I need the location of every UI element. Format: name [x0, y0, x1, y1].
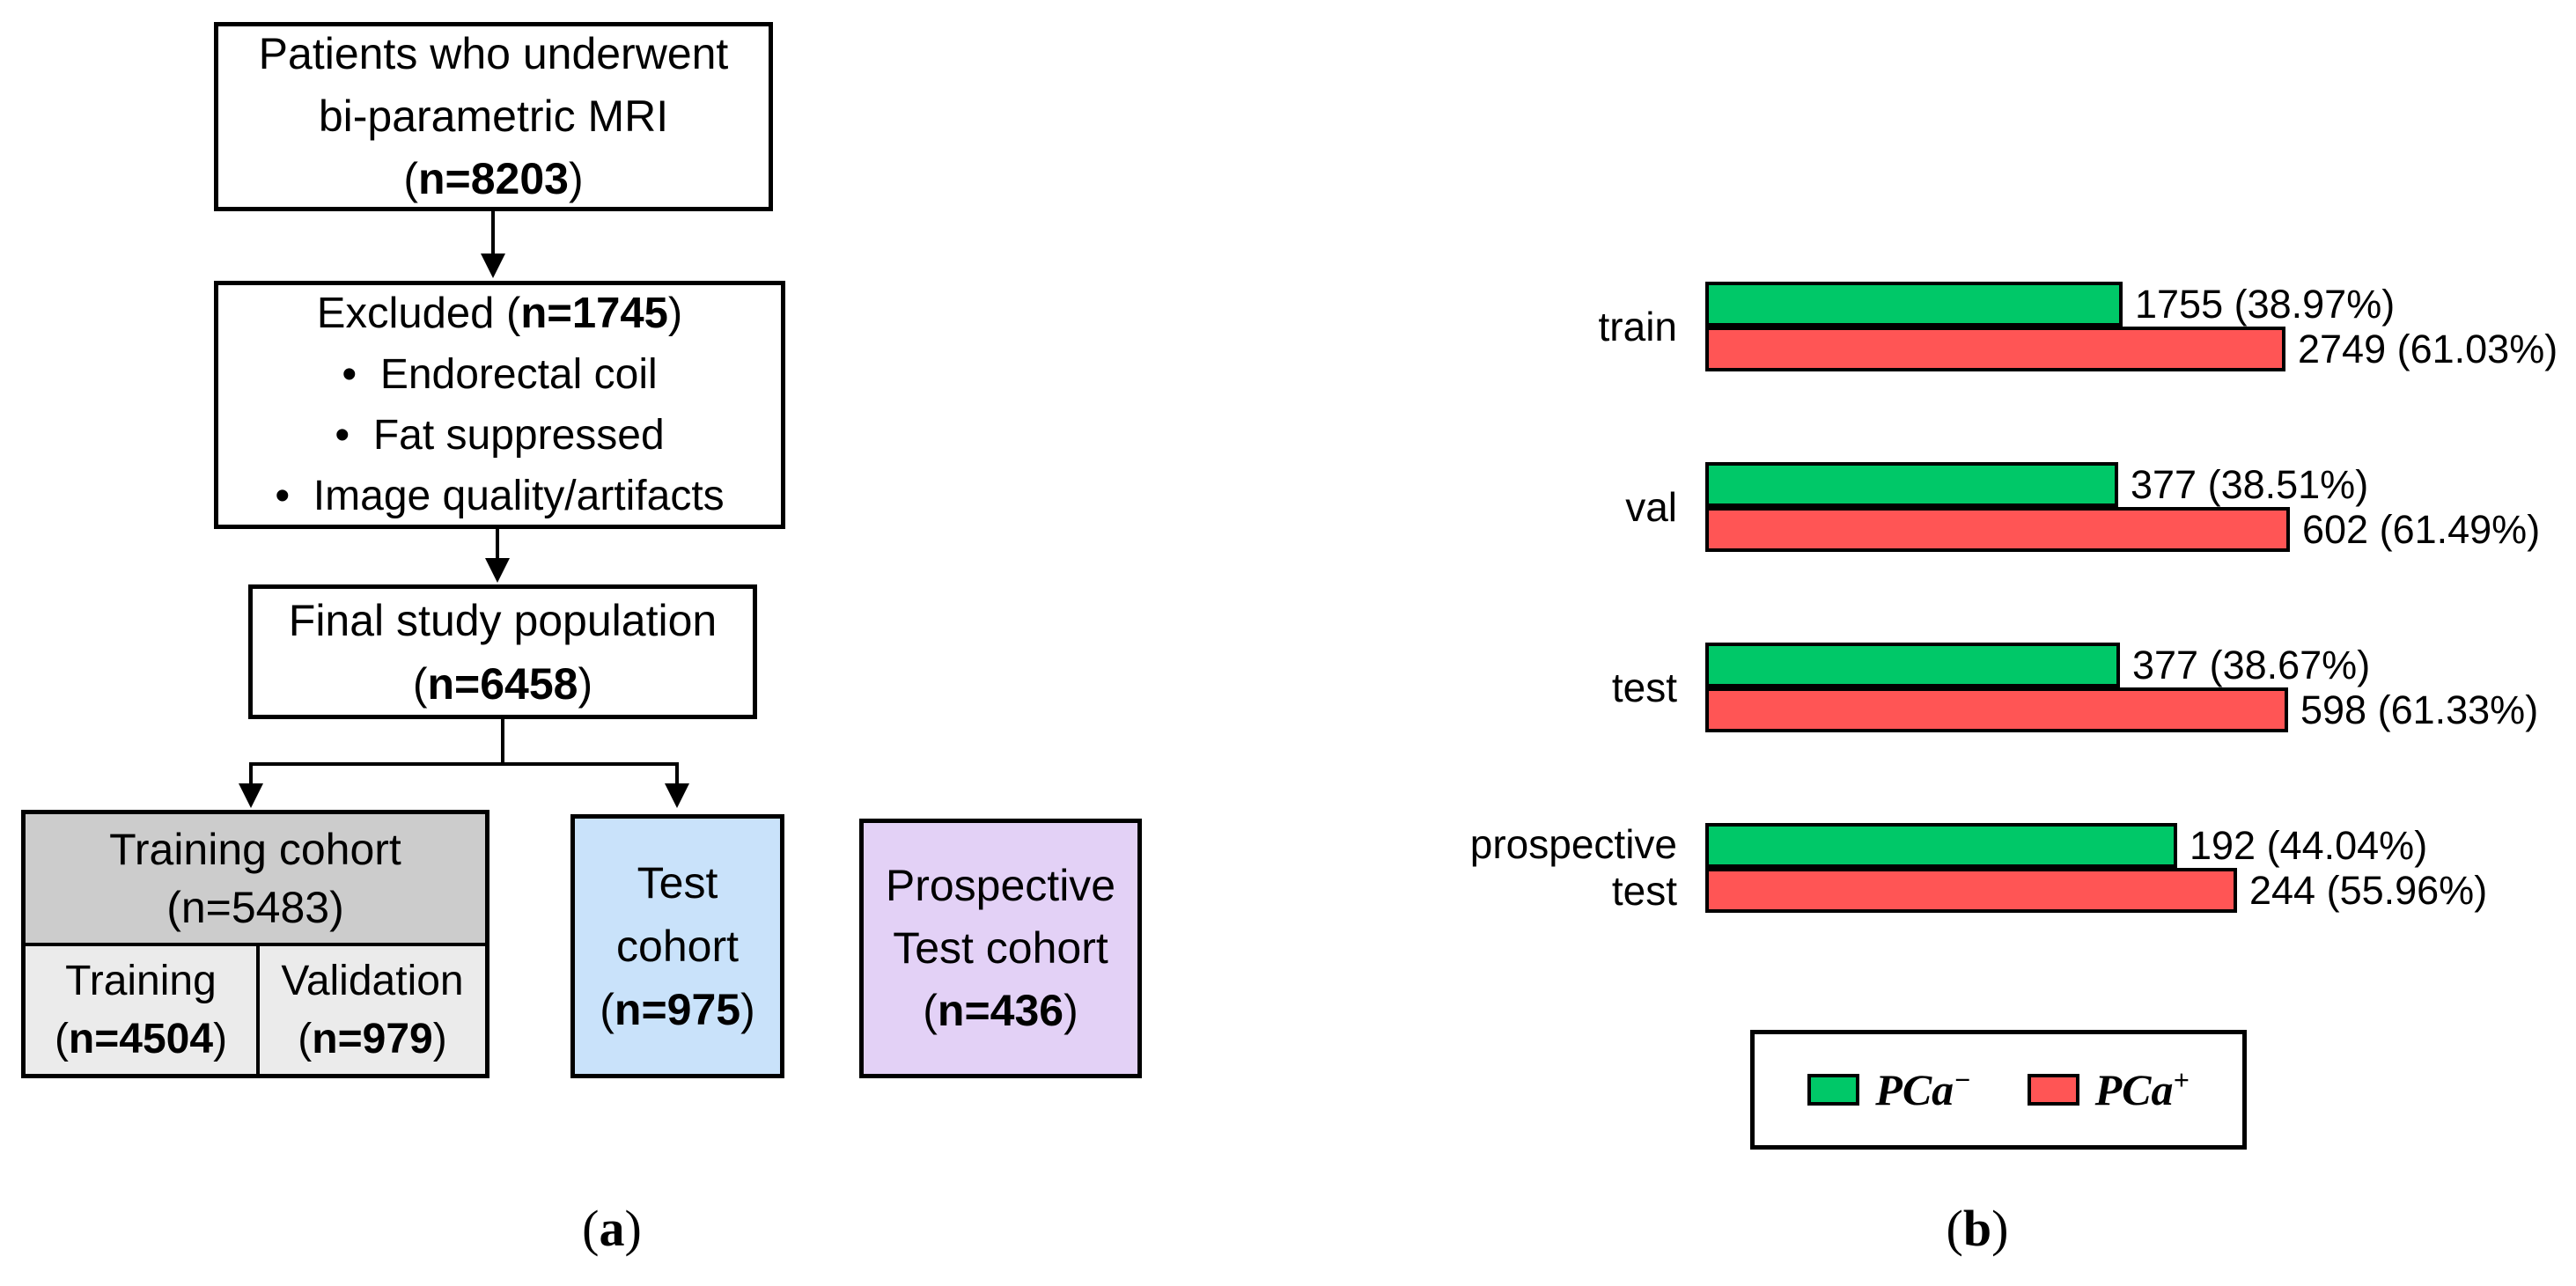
prospective-cohort-n: (n=436) — [923, 986, 1078, 1035]
training-cell-label: Training — [65, 957, 217, 1004]
arrow1-stem — [491, 211, 495, 255]
pca-negative-bar-test — [1705, 643, 2120, 687]
legend-item-pca-positive: PCa+ — [2027, 1063, 2190, 1115]
box-final-line1: Final study population — [288, 595, 718, 645]
box-patients-n: (n=8203) — [403, 154, 584, 203]
training-cohort-subtitle: (n=5483) — [166, 883, 344, 932]
test-cohort-line2: cohort — [616, 922, 739, 971]
box-patients: Patients who underwent bi-parametric MRI… — [214, 22, 773, 211]
box-excluded-title: Excluded (n=1745) — [316, 290, 683, 337]
training-cell: Training (n=4504) — [26, 946, 256, 1074]
pca-positive-bar-test — [1705, 687, 2288, 732]
box-excluded-bullet-3: • Image quality/artifacts — [275, 473, 725, 519]
pca-positive-bar-train — [1705, 327, 2285, 371]
test-cohort-line1: Test — [637, 858, 718, 908]
prospective-cohort-line2: Test cohort — [893, 923, 1108, 973]
value-label-prospective-test-positive: 244 (55.96%) — [2249, 867, 2488, 913]
validation-cell-label: Validation — [281, 957, 464, 1004]
training-cohort-title: Training cohort — [109, 825, 401, 874]
value-label-prospective-test-negative: 192 (44.04%) — [2190, 822, 2428, 868]
split-left-head-icon — [239, 783, 263, 808]
box-excluded: Excluded (n=1745) • Endorectal coil • Fa… — [214, 281, 785, 529]
pca-negative-bar-val — [1705, 462, 2118, 507]
value-label-val-positive: 602 (61.49%) — [2302, 506, 2541, 552]
arrow2-stem — [496, 529, 499, 560]
test-cohort-n: (n=975) — [600, 985, 755, 1034]
category-label-test: test — [1611, 664, 1677, 710]
value-label-train-negative: 1755 (38.97%) — [2135, 281, 2396, 327]
arrow2-head-icon — [485, 558, 510, 583]
value-label-test-positive: 598 (61.33%) — [2300, 687, 2539, 732]
caption-b: (b) — [1946, 1200, 2009, 1257]
split-bar — [249, 762, 679, 766]
arrow1-head-icon — [481, 254, 505, 278]
box-excluded-bullet-2: • Fat suppressed — [335, 412, 665, 459]
split-right-stem — [675, 762, 679, 785]
category-label-val: val — [1625, 483, 1677, 530]
pca-positive-bar-val — [1705, 507, 2290, 552]
split-right-head-icon — [665, 783, 689, 808]
value-label-train-positive: 2749 (61.03%) — [2298, 326, 2558, 371]
pca-positive-label: PCa+ — [2094, 1063, 2190, 1114]
box-prospective-cohort: Prospective Test cohort (n=436) — [859, 819, 1142, 1078]
pca-positive-swatch-icon — [2027, 1074, 2079, 1106]
pca-positive-bar-prospective-test — [1705, 868, 2237, 913]
box-excluded-bullet-1: • Endorectal coil — [342, 351, 658, 398]
training-cohort-subrow: Training (n=4504) Validation (n=979) — [26, 943, 485, 1074]
box-patients-line2: bi-parametric MRI — [318, 92, 669, 141]
pca-negative-swatch-icon — [1807, 1074, 1860, 1106]
split-left-stem — [249, 762, 253, 785]
validation-cell-n: (n=979) — [298, 1015, 447, 1062]
box-final-population: Final study population (n=6458) — [248, 584, 757, 719]
box-final-n: (n=6458) — [412, 658, 593, 709]
validation-cell: Validation (n=979) — [256, 946, 485, 1074]
pca-negative-bar-train — [1705, 282, 2123, 327]
training-cohort-header: Training cohort (n=5483) — [26, 814, 485, 943]
box-training-cohort: Training cohort (n=5483) Training (n=450… — [21, 810, 489, 1078]
split-stem — [501, 719, 504, 766]
box-test-cohort: Test cohort (n=975) — [570, 814, 784, 1078]
training-cell-n: (n=4504) — [54, 1015, 228, 1062]
value-label-test-negative: 377 (38.67%) — [2132, 642, 2371, 687]
chart-legend: PCa− PCa+ — [1750, 1030, 2247, 1150]
category-label-train: train — [1598, 303, 1677, 349]
box-patients-line1: Patients who underwent — [258, 29, 729, 78]
value-label-val-negative: 377 (38.51%) — [2131, 461, 2369, 507]
legend-item-pca-negative: PCa− — [1807, 1063, 1971, 1115]
prospective-cohort-line1: Prospective — [885, 861, 1116, 910]
caption-a: (a) — [582, 1200, 642, 1257]
pca-negative-bar-prospective-test — [1705, 823, 2177, 868]
pca-negative-label: PCa− — [1875, 1063, 1971, 1114]
